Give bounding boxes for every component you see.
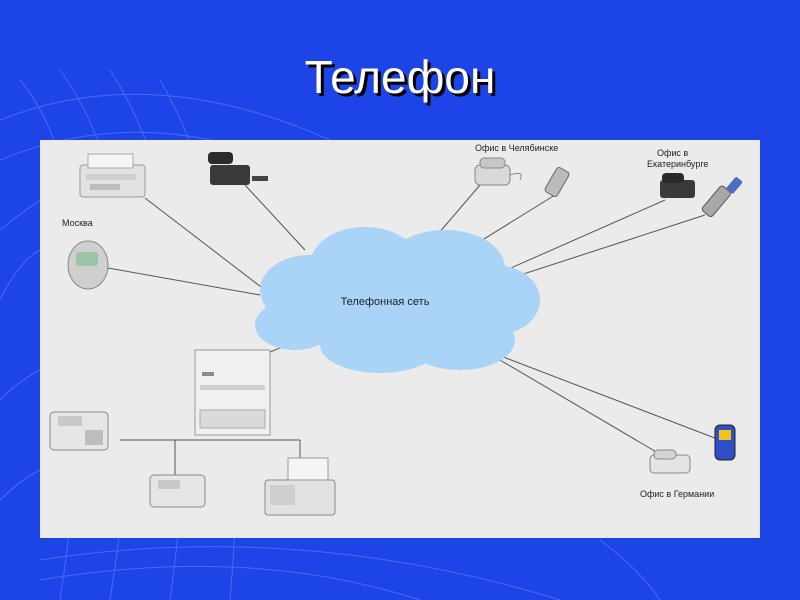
desk-phone-icon (649, 449, 691, 474)
moscow-label: Москва (62, 218, 93, 228)
office-germany-label: Офис в Германии (640, 489, 715, 499)
mobile-phone-icon (544, 166, 570, 198)
network-label: Телефонная сеть (341, 296, 430, 308)
desk-phone-icon (474, 157, 522, 186)
network-diagram-panel: Телефонная сеть (40, 140, 760, 538)
network-diagram: Телефонная сеть (49, 152, 743, 516)
desk-phone-icon (208, 152, 268, 185)
fax-machine-icon (264, 457, 336, 516)
office-phone-icon (149, 474, 206, 508)
office-ekaterinburg-label-line2: Екатеринбурге (647, 159, 709, 169)
desk-phone-icon (660, 173, 695, 198)
office-ekaterinburg-label-line1: Офис в (657, 148, 689, 158)
telephone-network-cloud (255, 227, 540, 373)
fax-machine-icon (79, 153, 146, 198)
slide-title: Телефон (304, 51, 496, 103)
office-phone-icon (49, 411, 109, 451)
mobile-phone-icon (67, 240, 109, 290)
mobile-phone-icon (714, 424, 736, 461)
flip-phone-icon (701, 177, 743, 218)
office-chelyabinsk-label: Офис в Челябинске (475, 143, 559, 153)
pbx-station-icon (194, 349, 271, 436)
